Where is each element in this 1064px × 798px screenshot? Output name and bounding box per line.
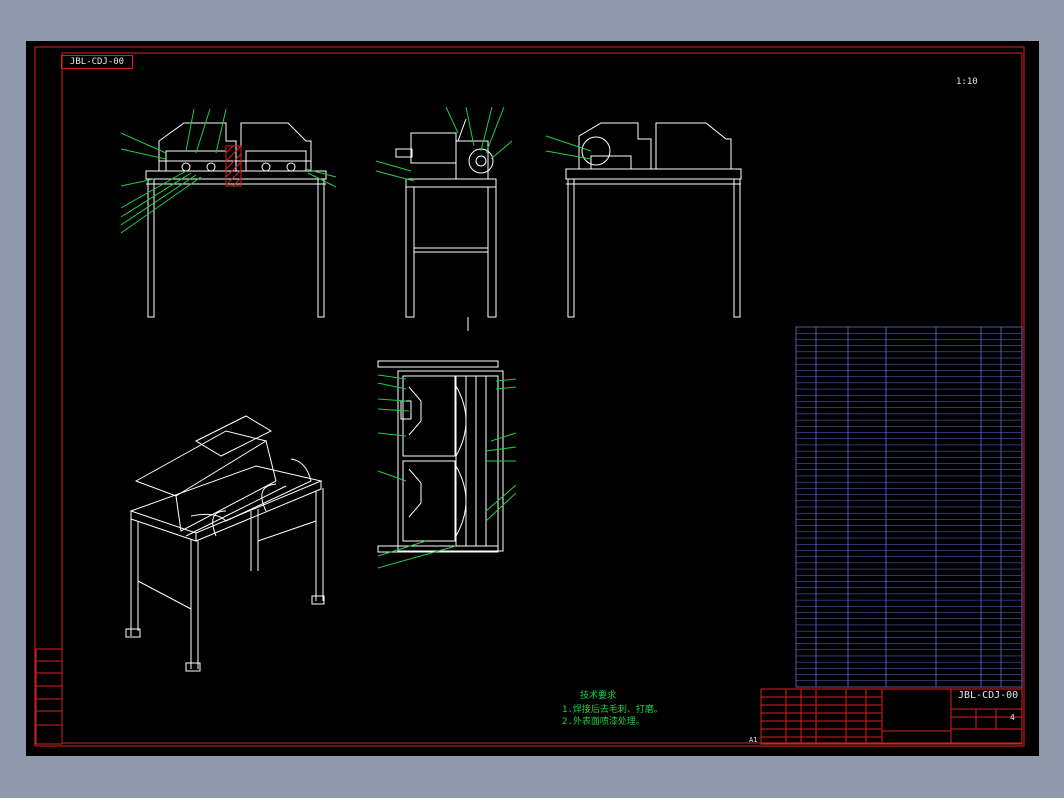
cad-drawing-sheet[interactable]: JBL-CDJ-00 1:10 技术要求 1.焊接后去毛刺、打磨。 2.外表面喷… — [26, 41, 1039, 756]
right-view — [565, 122, 742, 318]
top-view — [377, 360, 504, 553]
front-leaders — [120, 108, 337, 234]
revision-mark: 4 — [1010, 713, 1015, 722]
top-leaders — [377, 374, 517, 569]
tech-note-2: 2.外表面喷漆处理。 — [562, 717, 645, 727]
cad-viewport[interactable] — [26, 41, 1039, 756]
right-leaders — [545, 135, 592, 160]
scale-note: 1:10 — [956, 77, 978, 87]
left-revision-strip — [35, 648, 63, 745]
drawing-number-tag: JBL-CDJ-00 — [61, 55, 133, 69]
isometric-view — [125, 415, 325, 672]
tech-note-1: 1.焊接后去毛刺、打磨。 — [562, 705, 663, 715]
side-leaders — [375, 106, 513, 182]
title-block-drawing-number: JBL-CDJ-00 — [958, 690, 1019, 701]
outer-frame — [34, 46, 1025, 747]
tech-notes-title: 技术要求 — [580, 691, 617, 701]
title-block — [760, 688, 1023, 745]
front-view — [145, 122, 327, 318]
sheet-size-mark: A1 — [749, 736, 758, 744]
inner-frame — [61, 52, 1023, 744]
bom-rows — [796, 332, 1022, 682]
front-section-hatch — [225, 145, 242, 187]
